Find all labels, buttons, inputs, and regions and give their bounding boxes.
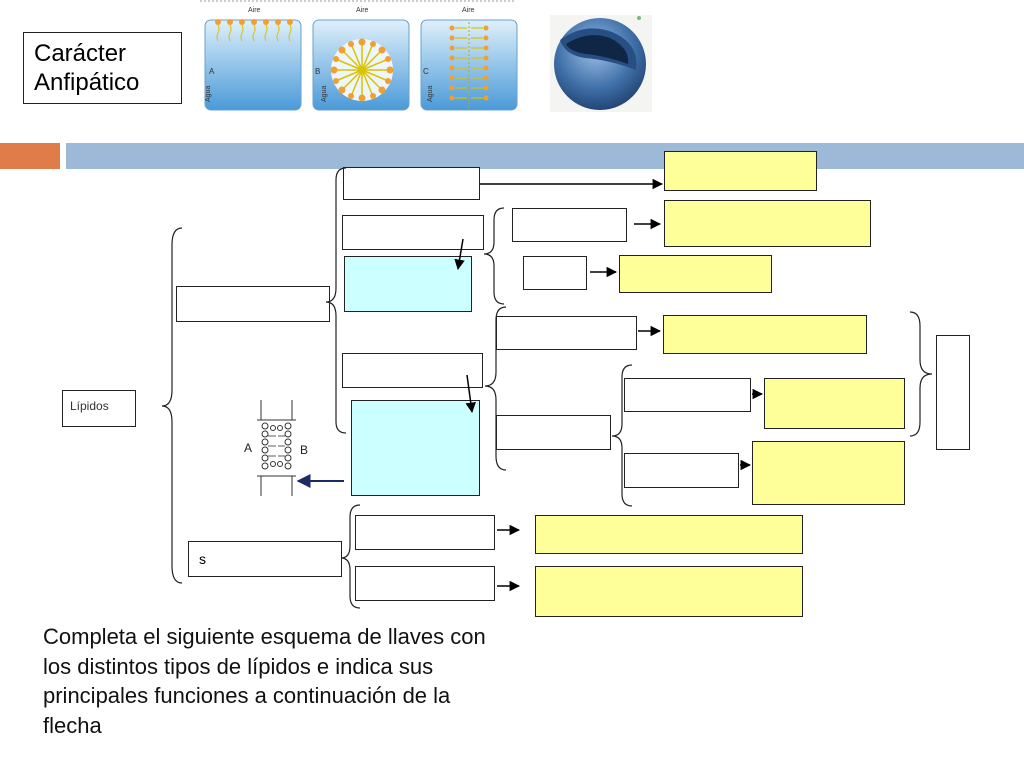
brace-root xyxy=(161,227,183,584)
beaker-c-air-label: Aire xyxy=(462,7,475,14)
beaker-a-letter: A xyxy=(209,67,215,76)
accent-bar-blue xyxy=(66,143,1024,169)
beaker-b-letter: B xyxy=(315,67,320,76)
blank-box-level3-1[interactable] xyxy=(512,208,627,242)
title-line-2: Anfipático xyxy=(34,69,140,96)
amphipathic-beakers-illustration: Aire A Agua Aire B Agua xyxy=(200,0,652,112)
beaker-a-water-label: Agua xyxy=(205,86,212,102)
title-box: Carácter Anfipático xyxy=(23,32,182,104)
answer-box-2[interactable] xyxy=(664,200,871,247)
answer-box-7[interactable] xyxy=(535,515,803,554)
beaker-a-air-label: Aire xyxy=(248,7,261,14)
beaker-b: Aire B Agua xyxy=(312,7,410,111)
blank-box-level4-2[interactable] xyxy=(624,453,739,488)
blank-box-level1-bottom[interactable]: s xyxy=(188,541,342,577)
brace-right xyxy=(909,311,933,437)
root-label: Lípidos xyxy=(70,399,109,413)
answer-box-1[interactable] xyxy=(664,151,817,191)
brace-level2-a xyxy=(483,207,505,305)
arrow-diag-top xyxy=(454,238,465,271)
beaker-b-water-label: Agua xyxy=(321,86,328,102)
answer-box-5[interactable] xyxy=(764,378,905,429)
blank-box-level2-1[interactable] xyxy=(343,167,480,200)
beaker-a: Aire A Agua xyxy=(204,7,302,111)
blank-box-level4-1[interactable] xyxy=(624,378,751,412)
image-box-cyan-top[interactable] xyxy=(344,256,472,312)
title-line-1: Carácter xyxy=(34,40,127,67)
beaker-b-air-label: Aire xyxy=(356,7,369,14)
s-label: s xyxy=(199,551,206,567)
root-box-lipidos: Lípidos xyxy=(62,390,136,427)
blank-box-level3-3[interactable] xyxy=(496,316,637,350)
blank-box-level3-4[interactable] xyxy=(496,415,611,450)
accent-bar-orange xyxy=(0,143,60,169)
blank-box-far-right[interactable] xyxy=(936,335,970,450)
blank-box-level2-3[interactable] xyxy=(342,353,483,388)
membrane-bilayer-illustration: A B xyxy=(244,400,308,496)
beaker-c-water-label: Agua xyxy=(427,86,434,102)
answer-box-4[interactable] xyxy=(663,315,867,354)
beaker-c-letter: C xyxy=(423,67,429,76)
membrane-label-a: A xyxy=(244,441,252,455)
brace-level1-top xyxy=(325,167,347,434)
blank-box-level2-4[interactable] xyxy=(355,515,495,550)
blank-box-level2-2[interactable] xyxy=(342,215,484,250)
instructions-text: Completa el siguiente esquema de llaves … xyxy=(43,624,486,738)
membrane-label-b: B xyxy=(300,443,308,457)
answer-box-6[interactable] xyxy=(752,441,905,505)
arrow-diag-bottom xyxy=(465,374,476,414)
beaker-c: Aire C Agua xyxy=(420,7,518,111)
brace-level1-bottom xyxy=(340,504,361,609)
liposome-sphere-illustration xyxy=(550,15,652,112)
blank-box-level1-top[interactable] xyxy=(176,286,330,322)
micelle xyxy=(330,38,394,102)
image-box-cyan-bottom[interactable] xyxy=(351,400,480,496)
brace-level3 xyxy=(611,364,633,507)
answer-box-3[interactable] xyxy=(619,255,772,293)
blank-box-level2-5[interactable] xyxy=(355,566,495,601)
bilayer xyxy=(449,22,489,108)
blank-box-level3-2[interactable] xyxy=(523,256,587,290)
answer-box-8[interactable] xyxy=(535,566,803,617)
brace-level2-b xyxy=(484,306,507,471)
surface-monolayer xyxy=(215,19,293,42)
